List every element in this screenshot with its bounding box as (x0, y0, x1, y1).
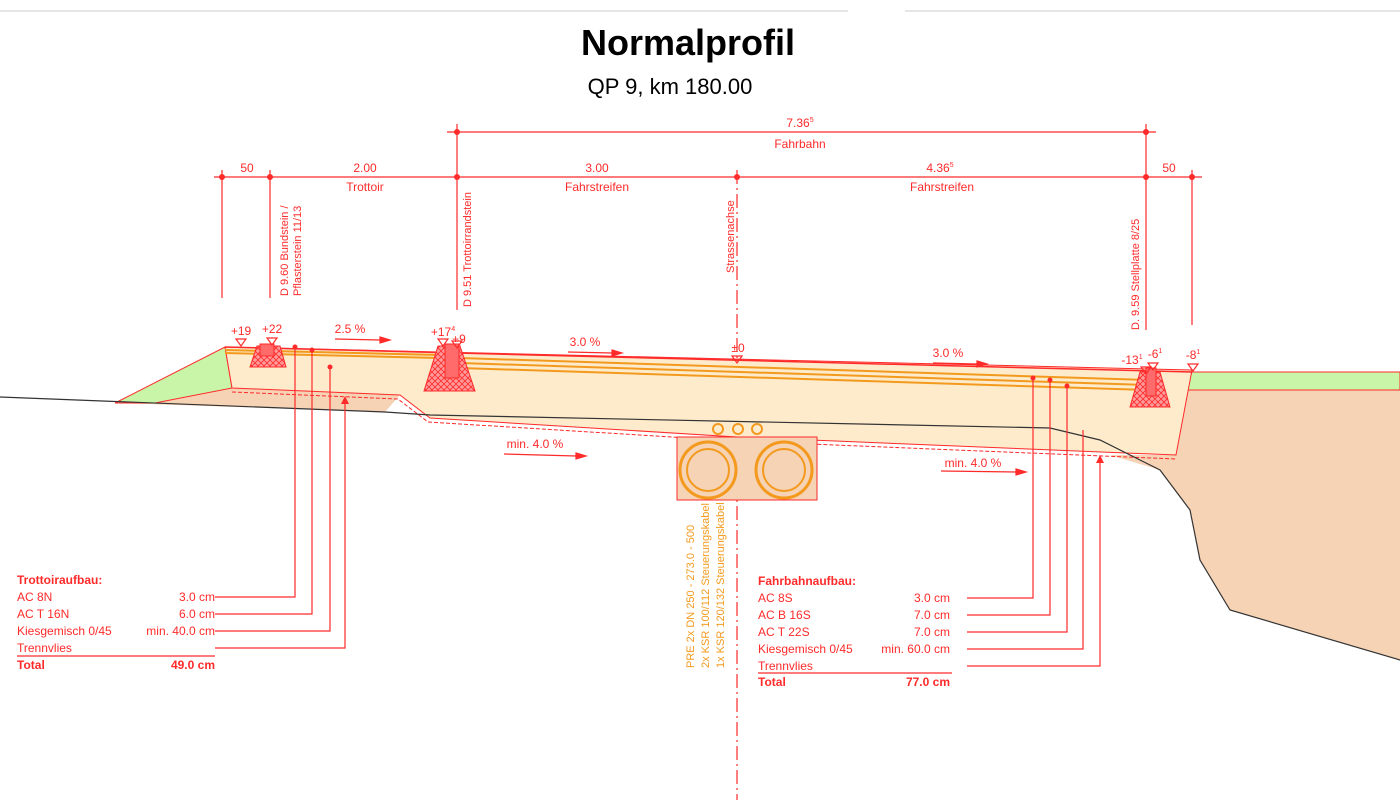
layer-name: Trennvlies (17, 641, 72, 655)
road-total-value: 77.0 cm (906, 675, 950, 689)
dim-seg-3-label: Fahrstreifen (565, 180, 629, 194)
layer-name: AC 8S (758, 591, 793, 605)
elevation-6: -131 (1121, 353, 1142, 367)
dim-seg-2-label: Trottoir (346, 180, 384, 194)
slope-arrows (334, 336, 1029, 476)
layer-value: 6.0 cm (179, 607, 215, 621)
elevation-5: ±0 (731, 341, 745, 355)
layer-value: min. 40.0 cm (146, 624, 215, 638)
layer-value: min. 60.0 cm (881, 642, 950, 656)
elevation-4: +9 (452, 332, 466, 346)
layer-name: AC 8N (17, 590, 52, 604)
road-leaders (758, 378, 1101, 674)
dim-seg-2: 2.00 (353, 161, 377, 175)
callout-bundstein-1: D 9.60 Bundstein / (279, 205, 291, 296)
layer-name: Trennvlies (758, 659, 813, 673)
elevation-1: +19 (231, 324, 252, 338)
slope-right-subgrade: min. 4.0 % (945, 456, 1002, 470)
page-title: Normalprofil (581, 22, 795, 63)
dimension-lines (214, 124, 1202, 800)
elevation-3: +174 (431, 325, 455, 339)
trottoir-total-label: Total (17, 658, 45, 672)
dim-seg-4: 4.365 (926, 161, 953, 175)
curb-bundstein (249, 343, 287, 368)
layer-name: Kiesgemisch 0/45 (758, 642, 853, 656)
curb-trottoirrandstein (423, 343, 476, 392)
pipe-label-2: 2x KSR 100/112 Steuerungskabel (700, 503, 712, 668)
road-total-label: Total (758, 675, 786, 689)
layer-value: 3.0 cm (914, 591, 950, 605)
layer-name: AC T 22S (758, 625, 810, 639)
dimension-points (219, 129, 1195, 180)
trottoir-leaders (17, 347, 346, 657)
road-build-title: Fahrbahnaufbau: (758, 574, 856, 588)
page-subtitle: QP 9, km 180.00 (588, 74, 753, 99)
pipe-culvert (676, 423, 818, 501)
callout-bundstein-2: Pflasterstein 11/13 (292, 206, 304, 296)
slope-left-lane: 3.0 % (570, 335, 601, 349)
callout-randstein: D 9.51 Trottoirrandstein (462, 192, 474, 307)
slope-left-subgrade: min. 4.0 % (507, 437, 564, 451)
callout-strassenachse: Strassenachse (725, 200, 737, 273)
layer-name: AC T 16N (17, 607, 69, 621)
elevation-markers (234, 337, 1200, 376)
dim-seg-3: 3.00 (585, 161, 609, 175)
dim-seg-1: 50 (240, 161, 254, 175)
layer-value: 3.0 cm (179, 590, 215, 604)
callout-stellplatte: D. 9.59 Stellplatte 8/25 (1130, 219, 1142, 330)
pipe-label-1: PRE 2x DN 250 - 273.0 - 500 (685, 525, 697, 668)
layer-value: 7.0 cm (914, 625, 950, 639)
trottoir-build-table: Trottoiraufbau: AC 8N 3.0 cm AC T 16N 6.… (17, 573, 215, 672)
road-build-table: Fahrbahnaufbau: AC 8S 3.0 cm AC B 16S 7.… (758, 574, 950, 689)
layer-name: AC B 16S (758, 608, 811, 622)
dim-seg-5: 50 (1162, 161, 1176, 175)
elevation-2: +22 (262, 322, 283, 336)
dim-total-value: 7.365 (786, 116, 813, 130)
dim-seg-4-label: Fahrstreifen (910, 180, 974, 194)
trottoir-total-value: 49.0 cm (171, 658, 215, 672)
slope-trottoir: 2.5 % (335, 322, 366, 336)
pipe-label-3: 1x KSR 120/132 Steuerungskabel (715, 502, 727, 668)
elevation-8: -81 (1186, 348, 1201, 362)
layer-name: Kiesgemisch 0/45 (17, 624, 112, 638)
dim-total-label: Fahrbahn (774, 137, 825, 151)
layer-value: 7.0 cm (914, 608, 950, 622)
trottoir-build-title: Trottoiraufbau: (17, 573, 102, 587)
elevation-7: -61 (1148, 347, 1163, 361)
slope-right-lane: 3.0 % (933, 346, 964, 360)
